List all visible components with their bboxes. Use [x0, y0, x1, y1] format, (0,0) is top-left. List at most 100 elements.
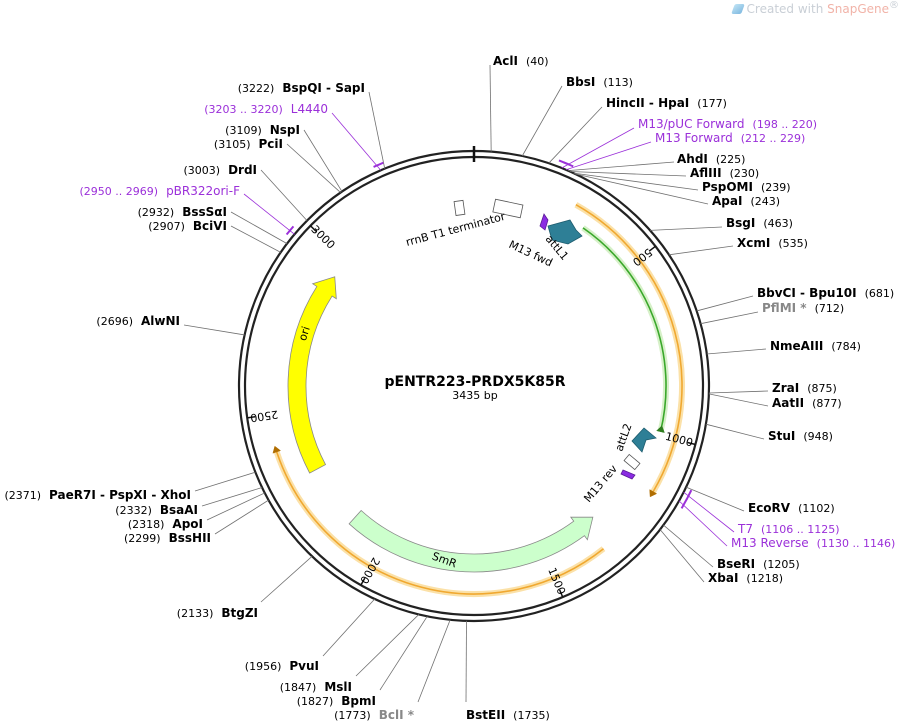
orf-arc[interactable] — [576, 205, 682, 492]
site-label[interactable]: XbaI (1218) — [708, 571, 783, 585]
primer-name: T7 — [737, 522, 753, 536]
site-leader — [207, 493, 265, 520]
watermark-prefix: Created with — [747, 2, 828, 16]
tick-label: 2500 — [249, 408, 279, 425]
site-label[interactable]: (2299)BssHII — [124, 531, 211, 545]
primer-range: (212 .. 229) — [741, 132, 806, 145]
site-position: (2318) — [128, 518, 165, 531]
site-label[interactable]: (2371)PaeR7I - PspXI - XhoI — [4, 488, 191, 502]
site-leader — [697, 296, 753, 311]
site-leader — [669, 246, 733, 255]
primer-mark — [287, 226, 294, 234]
site-label[interactable]: BbsI(113) — [566, 75, 633, 89]
site-name: ApaI — [712, 194, 742, 208]
site-label[interactable]: AhdI(225) — [677, 152, 745, 166]
feature-ori[interactable] — [288, 277, 336, 473]
site-label[interactable]: ApaI (243) — [712, 194, 780, 208]
site-position: (243) — [750, 195, 780, 208]
site-label[interactable]: (3109)NspI — [225, 123, 300, 137]
feature-m13-rev[interactable] — [621, 470, 635, 479]
primer-label[interactable]: M13/pUC Forward (198 .. 220) — [638, 117, 817, 131]
site-position: (2299) — [124, 532, 161, 545]
primer-range: (198 .. 220) — [753, 118, 818, 131]
site-name: HincII - HpaI — [606, 96, 689, 110]
site-label[interactable]: BbvCI - Bpu10I(681) — [757, 286, 894, 300]
site-label[interactable]: AatII(877) — [772, 396, 842, 410]
site-position: (948) — [803, 430, 833, 443]
feature-attl2[interactable] — [632, 428, 656, 452]
site-leader — [549, 107, 602, 163]
site-label[interactable]: (2133)BtgZI — [177, 606, 258, 620]
site-position: (681) — [865, 287, 895, 300]
site-label[interactable]: (1956)PvuI — [245, 659, 319, 673]
site-label[interactable]: AclI (40) — [493, 54, 549, 68]
site-name: AclI — [493, 54, 518, 68]
site-name: StuI — [768, 429, 795, 443]
primer-label[interactable]: T7 (1106 .. 1125) — [737, 522, 840, 536]
site-label[interactable]: (2932)BssSαI — [138, 205, 227, 219]
site-label[interactable]: (2318)ApoI — [128, 517, 203, 531]
site-label[interactable]: ZraI (875) — [772, 381, 837, 395]
site-label[interactable]: (2907)BciVI — [148, 219, 227, 233]
feature-m13-fwd[interactable] — [540, 214, 548, 230]
site-leader — [195, 472, 255, 491]
site-position: (2371) — [4, 489, 41, 502]
site-label[interactable]: (1773)BclI * — [334, 708, 415, 722]
site-name: ZraI — [772, 381, 799, 395]
orf-inner-halo — [583, 228, 666, 432]
primer-name: L4440 — [291, 102, 328, 116]
site-label[interactable]: (1847)MslI — [280, 680, 352, 694]
primer-label[interactable]: (2950 .. 2969)pBR322ori-F — [80, 184, 241, 198]
feature-smr[interactable] — [349, 510, 593, 572]
site-name: BtgZI — [221, 606, 258, 620]
site-leader — [490, 65, 491, 152]
site-leader — [369, 92, 385, 169]
primer-label[interactable]: M13 Forward(212 .. 229) — [655, 131, 805, 145]
orf-inner-arc[interactable] — [583, 228, 666, 432]
site-position: (877) — [812, 397, 842, 410]
watermark-brand: SnapGene — [827, 2, 889, 16]
feature-attl2-label: attL2 — [613, 422, 635, 453]
site-position: (1205) — [763, 558, 800, 571]
site-label[interactable]: (3105)PciI — [214, 137, 283, 151]
feature-rrnb-box1[interactable] — [454, 200, 465, 215]
site-name: BpmI — [341, 694, 376, 708]
primer-leader — [244, 194, 295, 234]
site-label[interactable]: BstEII(1735) — [466, 708, 550, 722]
site-label[interactable]: AflIII(230) — [690, 166, 759, 180]
site-label[interactable]: HincII - HpaI (177) — [606, 96, 727, 110]
primer-label[interactable]: (3203 .. 3220)L4440 — [204, 102, 328, 116]
site-label[interactable]: XcmI(535) — [737, 236, 808, 250]
site-position: (1956) — [245, 660, 282, 673]
site-position: (1218) — [746, 572, 783, 585]
site-name: EcoRV — [748, 501, 791, 515]
site-label[interactable]: (3222)BspQI - SapI — [238, 81, 365, 95]
site-name: XbaI — [708, 571, 738, 585]
primer-name: M13/pUC Forward — [638, 117, 745, 131]
site-label[interactable]: BsgI(463) — [726, 216, 793, 230]
primer-range: (1106 .. 1125) — [761, 523, 840, 536]
site-label[interactable]: (1827)BpmI — [297, 694, 376, 708]
site-position: (1773) — [334, 709, 371, 722]
site-label[interactable]: NmeAIII(784) — [770, 339, 861, 353]
site-position: (40) — [526, 55, 549, 68]
site-position: (875) — [807, 382, 837, 395]
site-label[interactable]: (2332)BsaAI — [115, 503, 198, 517]
site-label[interactable]: EcoRV(1102) — [748, 501, 835, 515]
site-position: (2932) — [138, 206, 175, 219]
primer-leader — [332, 113, 381, 170]
primer-label[interactable]: M13 Reverse(1130 .. 1146) — [731, 536, 895, 550]
site-label[interactable]: StuI (948) — [768, 429, 833, 443]
site-label[interactable]: PflMI *(712) — [762, 301, 844, 315]
site-leader — [380, 616, 427, 690]
site-label[interactable]: (3003)DrdI — [183, 163, 257, 177]
site-label[interactable]: BseRI(1205) — [717, 557, 800, 571]
site-leader — [707, 349, 766, 354]
site-label[interactable]: PspOMI(239) — [702, 180, 791, 194]
site-label[interactable]: (2696)AlwNI — [96, 314, 180, 328]
feature-term-box[interactable] — [624, 454, 640, 469]
site-leader — [287, 144, 341, 193]
site-position: (784) — [831, 340, 861, 353]
site-position: (177) — [697, 97, 727, 110]
